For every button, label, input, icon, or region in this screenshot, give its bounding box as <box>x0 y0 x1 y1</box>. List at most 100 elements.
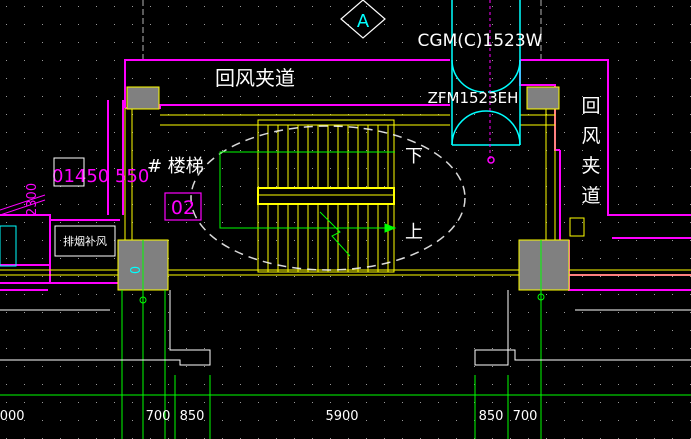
grid-dot <box>6 78 7 79</box>
grid-dot <box>78 150 79 151</box>
grid-dot <box>636 240 637 241</box>
grid-dot <box>6 384 7 385</box>
grid-dot <box>60 60 61 61</box>
grid-dot <box>582 150 583 151</box>
grid-dot <box>438 96 439 97</box>
grid-dot <box>78 24 79 25</box>
grid-dot <box>276 420 277 421</box>
grid-dot <box>186 420 187 421</box>
grid-dot <box>258 276 259 277</box>
grid-dot <box>114 276 115 277</box>
grid-dot <box>654 204 655 205</box>
grid-dot <box>420 240 421 241</box>
grid-dot <box>402 402 403 403</box>
grid-dot <box>564 222 565 223</box>
grid-dot <box>600 312 601 313</box>
grid-dot <box>150 204 151 205</box>
grid-dot <box>330 276 331 277</box>
grid-dot <box>420 96 421 97</box>
grid-dot <box>510 204 511 205</box>
grid-dot <box>114 420 115 421</box>
grid-dot <box>564 204 565 205</box>
grid-dot <box>60 168 61 169</box>
grid-dot <box>528 150 529 151</box>
grid-dot <box>654 222 655 223</box>
grid-dot <box>312 276 313 277</box>
grid-dot <box>456 402 457 403</box>
grid-dot <box>510 168 511 169</box>
grid-dot <box>420 348 421 349</box>
grid-dot <box>330 258 331 259</box>
grid-dot <box>276 222 277 223</box>
grid-dot <box>78 6 79 7</box>
grid-dot <box>672 168 673 169</box>
grid-dot <box>564 312 565 313</box>
grid-dot <box>654 168 655 169</box>
grid-dot <box>132 78 133 79</box>
grid-dot <box>510 6 511 7</box>
grid-dot <box>384 240 385 241</box>
grid-dot <box>42 330 43 331</box>
grid-dot <box>348 294 349 295</box>
grid-dot <box>96 348 97 349</box>
grid-dot <box>366 294 367 295</box>
grid-dot <box>672 402 673 403</box>
grid-dot <box>618 132 619 133</box>
grid-dot <box>168 6 169 7</box>
grid-dot <box>492 420 493 421</box>
grid-dot <box>24 384 25 385</box>
grid-dot <box>132 6 133 7</box>
grid-dot <box>438 384 439 385</box>
grid-dot <box>168 204 169 205</box>
grid-dot <box>60 42 61 43</box>
stair <box>257 119 395 273</box>
grid-dot <box>636 402 637 403</box>
grid-dot <box>600 294 601 295</box>
grid-dot <box>132 42 133 43</box>
stair-up-label: 上 <box>405 222 423 243</box>
grid-dot <box>258 96 259 97</box>
grid-dot <box>330 366 331 367</box>
grid-dot <box>132 366 133 367</box>
grid-dot <box>546 78 547 79</box>
grid-dot <box>672 294 673 295</box>
grid-dot <box>654 384 655 385</box>
grid-dot <box>546 24 547 25</box>
grid-dot <box>528 420 529 421</box>
grid-dot <box>654 348 655 349</box>
grid-dot <box>618 186 619 187</box>
grid-dot <box>456 168 457 169</box>
grid-dot <box>636 168 637 169</box>
grid-dot <box>42 366 43 367</box>
grid-dot <box>492 276 493 277</box>
grid-dot <box>528 186 529 187</box>
grid-dot <box>240 384 241 385</box>
grid-dot <box>294 222 295 223</box>
grid-dot <box>366 42 367 43</box>
grid-dot <box>582 330 583 331</box>
grid-dot <box>42 60 43 61</box>
grid-dot <box>276 312 277 313</box>
lower-outline <box>0 290 691 366</box>
grid-dot <box>618 348 619 349</box>
grid-dot <box>564 6 565 7</box>
grid-dot <box>528 348 529 349</box>
grid-dot <box>456 186 457 187</box>
grid-dot <box>312 186 313 187</box>
grid-dot <box>24 150 25 151</box>
grid-dot <box>474 222 475 223</box>
grid-dot <box>42 6 43 7</box>
grid-dot <box>24 366 25 367</box>
grid-dot <box>132 312 133 313</box>
grid-dot <box>186 348 187 349</box>
grid-dot <box>114 366 115 367</box>
grid-dot <box>42 168 43 169</box>
grid-dot <box>582 168 583 169</box>
dimension-label: 6000 <box>0 409 25 424</box>
grid-dot <box>114 24 115 25</box>
grid-dot <box>150 78 151 79</box>
grid-dot <box>240 204 241 205</box>
grid-dot <box>6 150 7 151</box>
grid-dot <box>114 330 115 331</box>
grid-dot <box>402 24 403 25</box>
